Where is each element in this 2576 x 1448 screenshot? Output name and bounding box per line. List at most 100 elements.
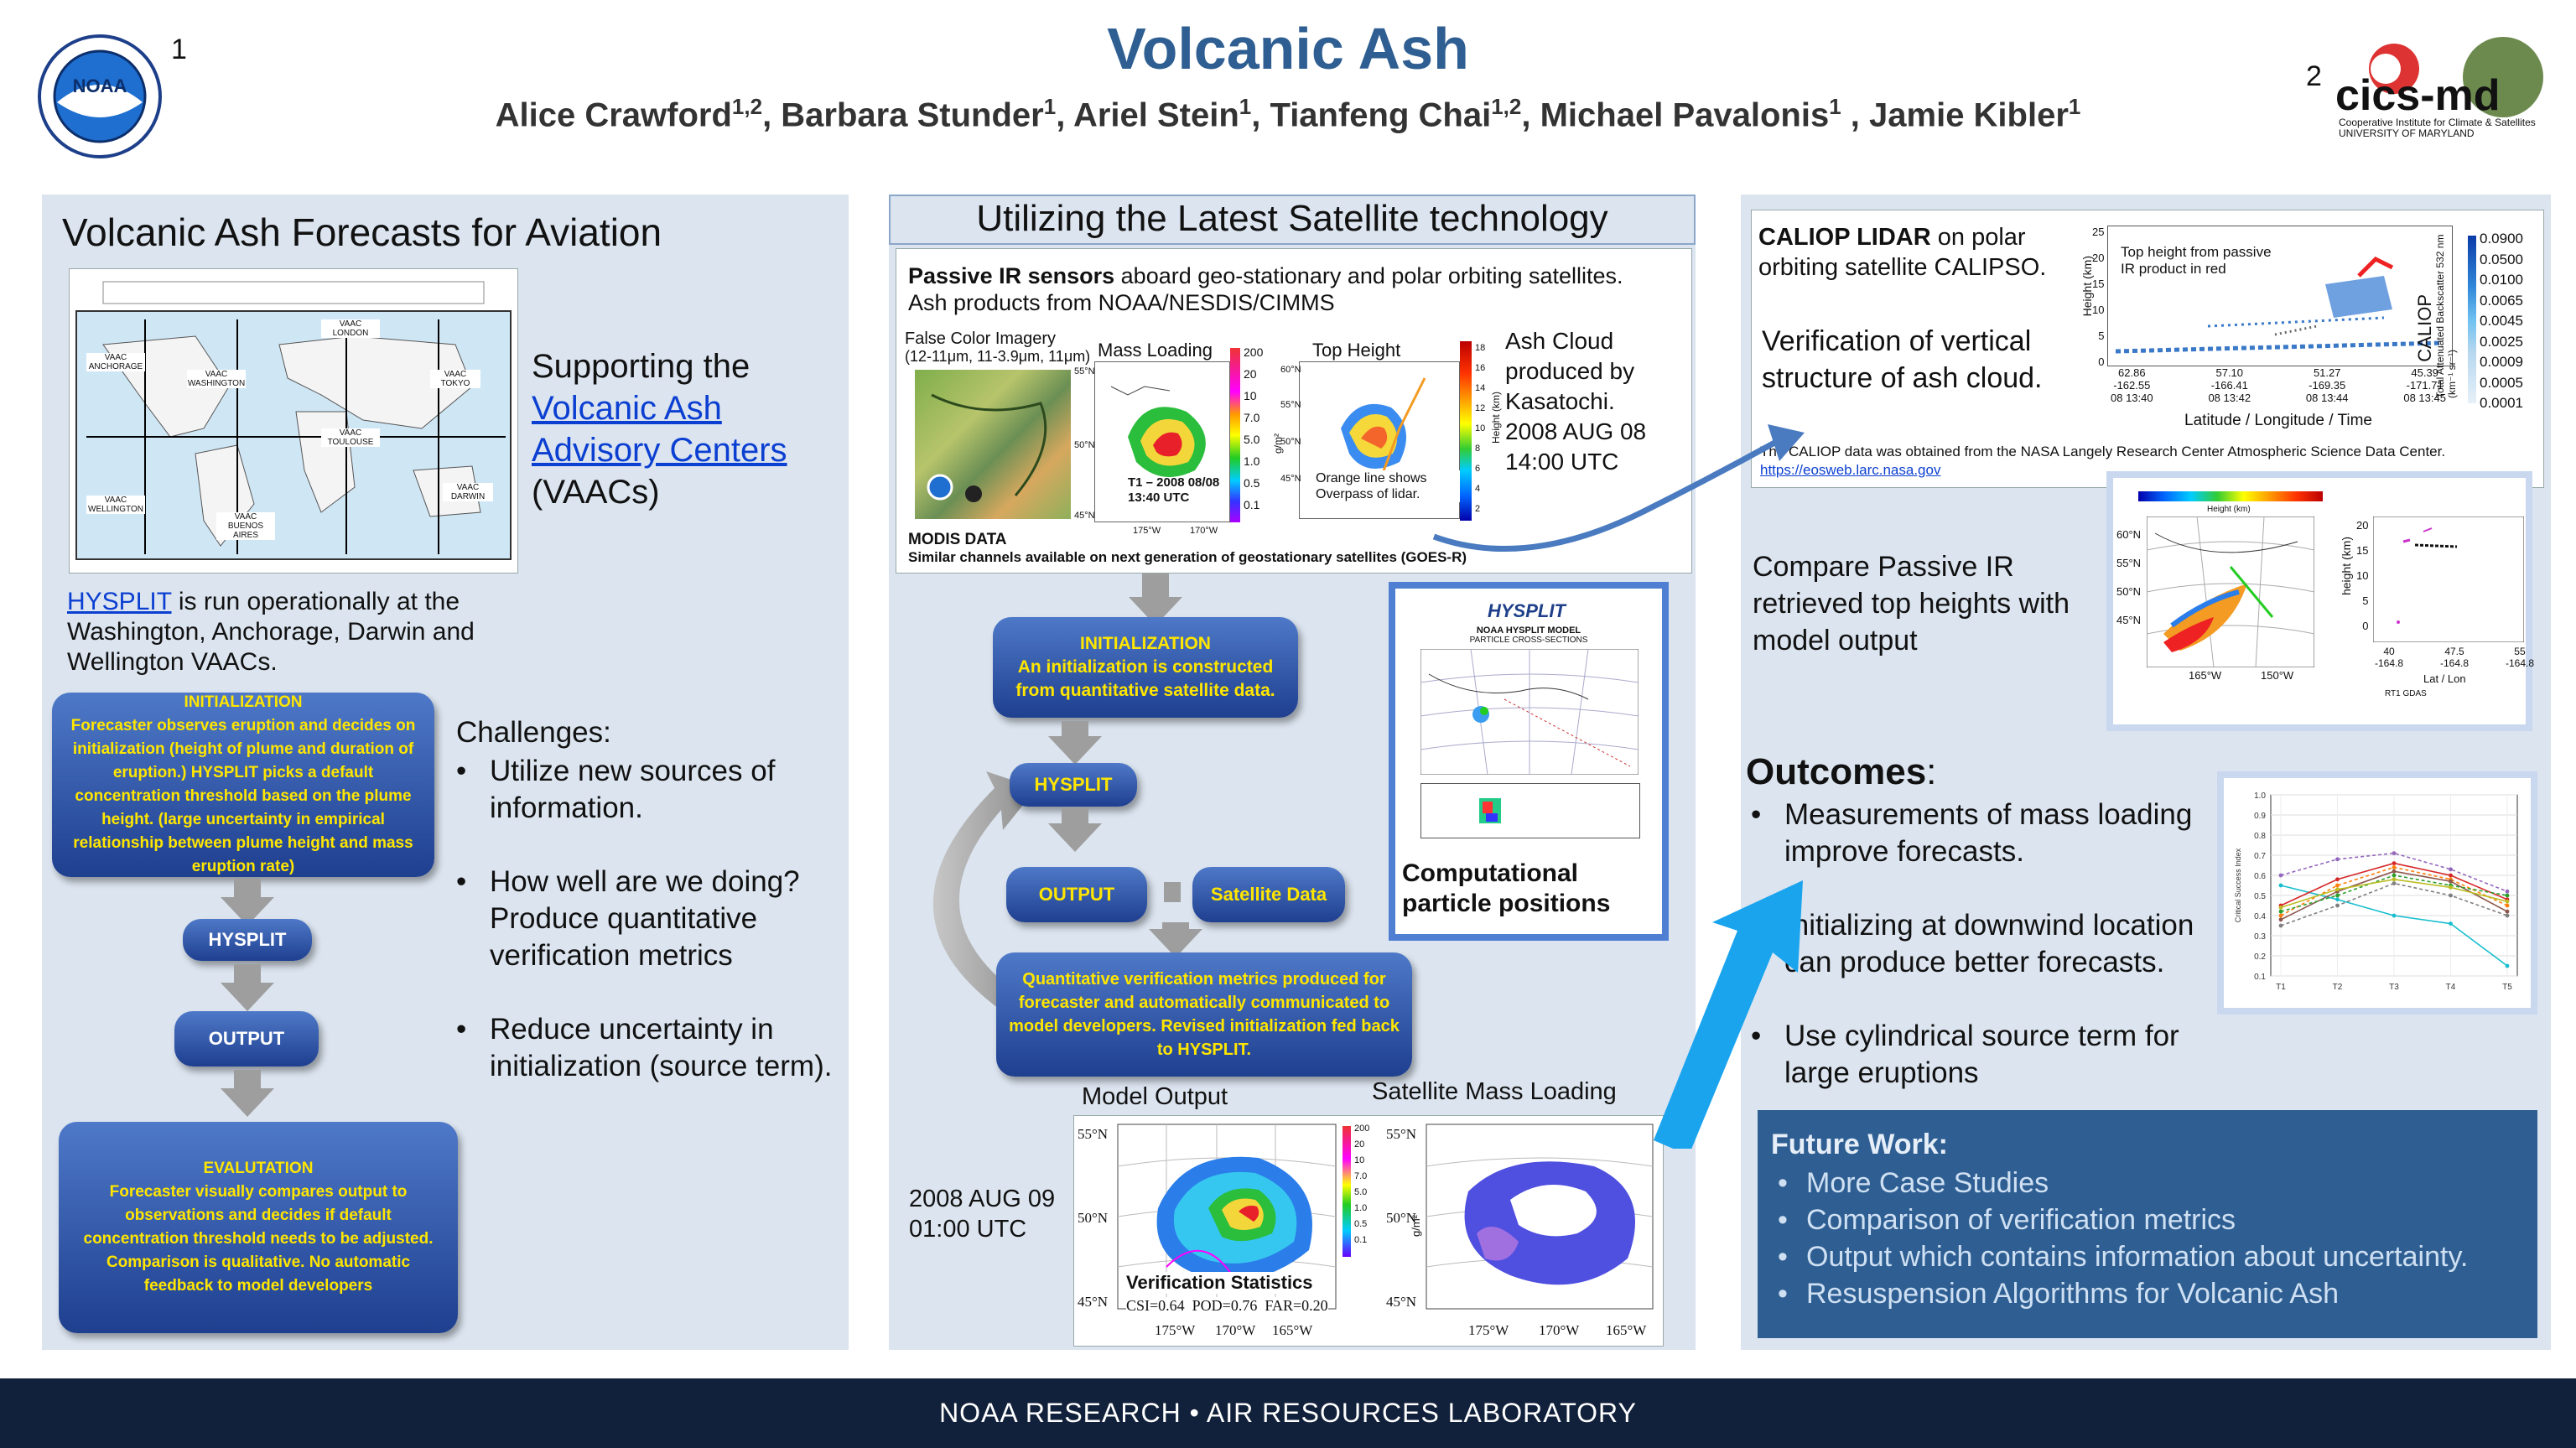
chart-point (2449, 893, 2453, 898)
challenge-item: Reduce uncertainty in initialization (so… (453, 1011, 847, 1085)
sat-unit: g/m² (1410, 1215, 1422, 1237)
chart-point (2505, 889, 2510, 894)
caliop-ytick: 25 (2092, 226, 2105, 238)
particle-figure-frame: HYSPLIT NOAA HYSPLIT MODEL PARTICLE CROS… (1389, 582, 1669, 941)
noaa-logo: NOAA (37, 34, 163, 159)
chart-point (2392, 877, 2397, 882)
passive-ir-bold: Passive IR sensors (908, 263, 1115, 288)
supporting-post: (VAACs) (532, 474, 660, 511)
model-scale-label: 200 (1354, 1124, 1370, 1134)
verification-statistics-title: Verification Statistics (1126, 1272, 1313, 1294)
hysplit-fig-title: NOAA HYSPLIT MODEL (1476, 625, 1581, 636)
chart-point (2278, 913, 2283, 918)
author-list: Alice Crawford1,2, Barbara Stunder1, Ari… (495, 94, 2081, 134)
computational-particles-title: Computational particle positions (1402, 859, 1611, 917)
caliop-scale-label: 0.0001 (2480, 395, 2523, 411)
chart-ytick-label: 0.5 (2254, 892, 2266, 901)
sat-lon-165: 165°W (1606, 1322, 1647, 1338)
top-height-label: Top Height (1312, 340, 1401, 361)
future-work-box: Future Work: More Case Studies Compariso… (1758, 1110, 2537, 1338)
mid-arrow-3-stem (1164, 882, 1181, 902)
height-scale-label: 12 (1475, 403, 1486, 413)
caliop-source-link[interactable]: https://eosweb.larc.nasa.gov (1760, 462, 1941, 478)
vaac-world-map: VAAC ANCHORAGE VAAC WASHINGTON VAAC LOND… (69, 268, 518, 573)
author-affiliation: 1,2 (731, 94, 763, 119)
caliop-xtick: 57.10 -166.41 08 13:42 (2208, 366, 2251, 404)
mid-arrow-1-stem (1062, 721, 1088, 740)
chart-point (2335, 893, 2340, 898)
vaac-link[interactable]: Volcanic Ash Advisory Centers (532, 390, 787, 469)
left-arrow-3 (221, 1088, 274, 1117)
chart-point (2392, 869, 2397, 874)
caliop-xticks: 62.86 -162.55 08 13:40 57.10 -166.41 08 1… (2111, 366, 2446, 404)
author-name: Jamie Kibler (1869, 96, 2069, 134)
hysplit-link[interactable]: HYSPLIT (67, 588, 172, 615)
mass-scale-label: 5.0 (1244, 433, 1260, 446)
left-init-body: Forecaster observes eruption and decides… (70, 717, 416, 875)
caliop-scale-label: 0.0025 (2480, 333, 2523, 350)
chart-ytick-label: 0.9 (2254, 812, 2266, 821)
caliop-scale-label: 0.0100 (2480, 272, 2523, 288)
chart-point (2335, 883, 2340, 888)
caliop-ytick: 20 (2092, 252, 2105, 264)
mass-lon-175: 175°W (1133, 526, 1161, 536)
satellite-mass-label: Satellite Mass Loading (1372, 1078, 1617, 1105)
false-color-sub: (12-11μm, 11-3.9μm, 11μm) (905, 348, 1091, 365)
chart-xtick-label: T4 (2446, 983, 2456, 992)
left-init-head: INITIALIZATION (184, 693, 303, 711)
chart-point (2278, 923, 2283, 928)
particle-figure: HYSPLIT NOAA HYSPLIT MODEL PARTICLE CROS… (1395, 589, 1662, 934)
compare-ylabel: height (km) (2340, 537, 2353, 596)
caliop-xtick: 62.86 -162.55 08 13:40 (2111, 366, 2153, 404)
left-flow-hysplit: HYSPLIT (183, 919, 312, 961)
mid-flow-initialization: INITIALIZATION An initialization is cons… (993, 617, 1298, 718)
mass-lat-45: 45°N (1074, 511, 1095, 521)
hysplit-logo: HYSPLIT (1488, 600, 1566, 621)
height-scale-label: 16 (1475, 363, 1486, 373)
model-scale-label: 10 (1354, 1155, 1365, 1165)
supporting-pre: Supporting the (532, 348, 750, 385)
chart-point (2335, 887, 2340, 892)
model-scale-label: 0.1 (1354, 1235, 1368, 1245)
particle-cross-plume (1479, 798, 1501, 823)
particle-map (1420, 649, 1639, 775)
compare-xtick: 55 -164.8 (2505, 646, 2534, 669)
height-scale-label: 18 (1475, 343, 1486, 353)
model-lon-165: 165°W (1272, 1322, 1313, 1338)
challenge-item: How well are we doing? Produce quantitat… (453, 864, 847, 974)
chart-ytick-label: 0.3 (2254, 932, 2266, 942)
compare-lon-165: 165°W (2189, 669, 2222, 682)
chart-point (2392, 865, 2397, 869)
t1-label: T1 – 2008 08/08 13:40 UTC (1128, 475, 1219, 506)
sat-lon-170: 170°W (1539, 1322, 1580, 1338)
compare-map (2147, 516, 2314, 667)
mass-loading-plume (1110, 386, 1206, 477)
chart-point (2449, 879, 2453, 884)
chart-point (2505, 909, 2510, 914)
mass-scale-label: 0.5 (1244, 476, 1260, 490)
caliop-scale-label: 0.0500 (2480, 251, 2523, 267)
mass-scale-label: 200 (1244, 345, 1264, 359)
author-affiliation: 1,2 (1491, 94, 1522, 119)
chart-point (2335, 903, 2340, 908)
mass-lon-170: 170°W (1190, 526, 1218, 536)
chart-point (2505, 963, 2510, 968)
compare-ytick: 0 (2362, 620, 2369, 632)
caliop-colorbar (2468, 236, 2476, 403)
outcomes-list: Measurements of mass loading improve for… (1748, 797, 2234, 1129)
middle-section-title: Utilizing the Latest Satellite technolog… (976, 198, 1608, 239)
left-eval-head: EVALUTATION (203, 1160, 314, 1177)
caliop-text: on polar orbiting satellite CALIPSO. (1758, 224, 2047, 281)
chart-point (2392, 881, 2397, 885)
model-scale-label: 7.0 (1354, 1171, 1368, 1181)
hysplit-operational-desc: is run operationally at the Washington, … (67, 588, 475, 676)
caliop-cbar-label: Total Attenuated Backscatter 532 nm (km⁻… (2434, 234, 2458, 398)
caliop-scale-label: 0.0009 (2480, 354, 2523, 370)
noaa-logo-text: NOAA (72, 75, 127, 96)
